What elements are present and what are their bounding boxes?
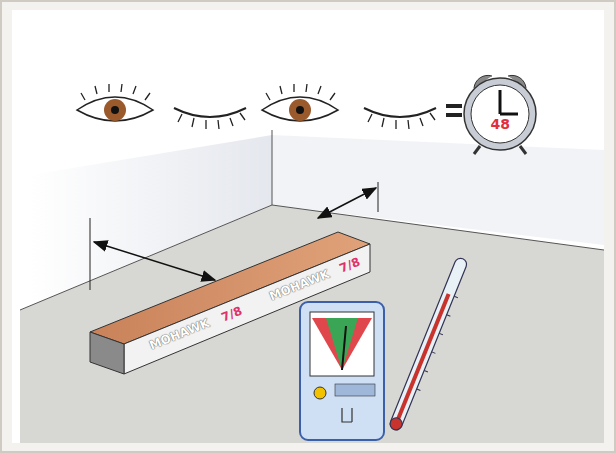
floor xyxy=(20,205,604,443)
clock-number: 48 xyxy=(491,117,510,131)
closed-eye xyxy=(174,108,246,129)
thermometer xyxy=(388,257,472,434)
marker-line xyxy=(90,218,91,290)
alarm-clock xyxy=(464,75,536,154)
open-eye xyxy=(77,84,153,121)
board-end xyxy=(90,332,124,374)
open-eye xyxy=(262,84,338,121)
measure-arrow xyxy=(94,242,215,280)
marker-line xyxy=(378,182,379,212)
closed-eye xyxy=(364,108,436,129)
light-meter xyxy=(300,302,384,440)
equals-sign xyxy=(446,104,462,117)
measure-arrow xyxy=(318,188,376,218)
page xyxy=(12,10,604,443)
wall-corner xyxy=(272,130,273,205)
